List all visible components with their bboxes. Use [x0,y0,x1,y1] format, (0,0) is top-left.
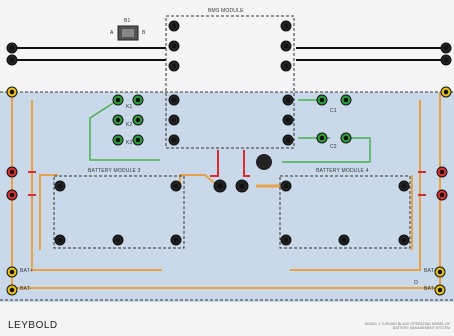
bms-module-label: BMS MODULE [208,8,244,14]
power-terminal[interactable] [440,86,452,98]
battery4-terminal[interactable] [338,234,350,246]
power-terminal[interactable] [434,266,446,278]
label-k1: K1 [126,104,133,110]
green-terminal[interactable] [316,94,328,106]
switch-label-left: A [110,30,114,36]
brand-logo: LEYBOLD [8,320,58,331]
green-terminal[interactable] [112,134,124,146]
green-terminal[interactable] [132,114,144,126]
green-terminal[interactable] [132,134,144,146]
label-c1: C1 [330,108,337,114]
red-terminal[interactable] [6,166,18,178]
power-terminal[interactable] [6,284,18,296]
label-bat-right: BAT+ [424,268,438,274]
battery4-terminal[interactable] [398,234,410,246]
power-terminal[interactable] [434,284,446,296]
switch-label-right: B [142,30,146,36]
red-terminal[interactable] [6,189,18,201]
label-k3: K3 [126,140,133,146]
bms-terminal[interactable] [282,114,294,126]
battery-module-3-box [53,175,185,249]
bms-terminal[interactable] [282,134,294,146]
rail-terminal[interactable] [6,54,18,66]
bms-terminal[interactable] [168,60,180,72]
battery3-terminal[interactable] [170,234,182,246]
battery3-terminal[interactable] [54,180,66,192]
bms-terminal[interactable] [280,20,292,32]
green-terminal[interactable] [112,114,124,126]
bms-terminal[interactable] [168,20,180,32]
bms-terminal[interactable] [168,114,180,126]
battery4-terminal[interactable] [398,180,410,192]
red-terminal[interactable] [436,166,448,178]
battery3-terminal[interactable] [54,234,66,246]
rail-terminal[interactable] [440,42,452,54]
center-terminal[interactable] [213,179,227,193]
green-terminal[interactable] [112,94,124,106]
battery-module-4-box [279,175,411,249]
label-bat-left: BAT+ [20,268,34,274]
label-k2: K2 [126,122,133,128]
rail-terminal[interactable] [440,54,452,66]
footnote: MODEL 1 TURNING BLACK OPERATING MODEL OF… [365,322,450,331]
label-bat-left2: BAT- [20,286,32,292]
center-terminal[interactable] [235,179,249,193]
blue-area [0,92,454,302]
battery3-terminal[interactable] [170,180,182,192]
bms-terminal[interactable] [168,40,180,52]
battery4-terminal[interactable] [280,234,292,246]
switch-label-mid: B1 [124,18,131,24]
label-bat-right2: BAT- [424,286,436,292]
battery-module-3-label: BATTERY MODULE 3 [88,168,141,174]
power-terminal[interactable] [6,266,18,278]
battery3-terminal[interactable] [112,234,124,246]
green-terminal[interactable] [340,94,352,106]
bms-terminal[interactable] [168,94,180,106]
bms-terminal[interactable] [280,60,292,72]
battery-module-4-label: BATTERY MODULE 4 [316,168,369,174]
battery4-terminal[interactable] [280,180,292,192]
bms-terminal[interactable] [282,94,294,106]
label-c2: C2 [330,144,337,150]
power-terminal[interactable] [6,86,18,98]
green-terminal[interactable] [132,94,144,106]
potentiometer [256,154,272,170]
green-terminal[interactable] [340,132,352,144]
rail-terminal[interactable] [6,42,18,54]
green-terminal[interactable] [316,132,328,144]
red-terminal[interactable] [436,189,448,201]
bms-terminal[interactable] [280,40,292,52]
bms-terminal[interactable] [168,134,180,146]
label-io-right: O [414,280,419,286]
